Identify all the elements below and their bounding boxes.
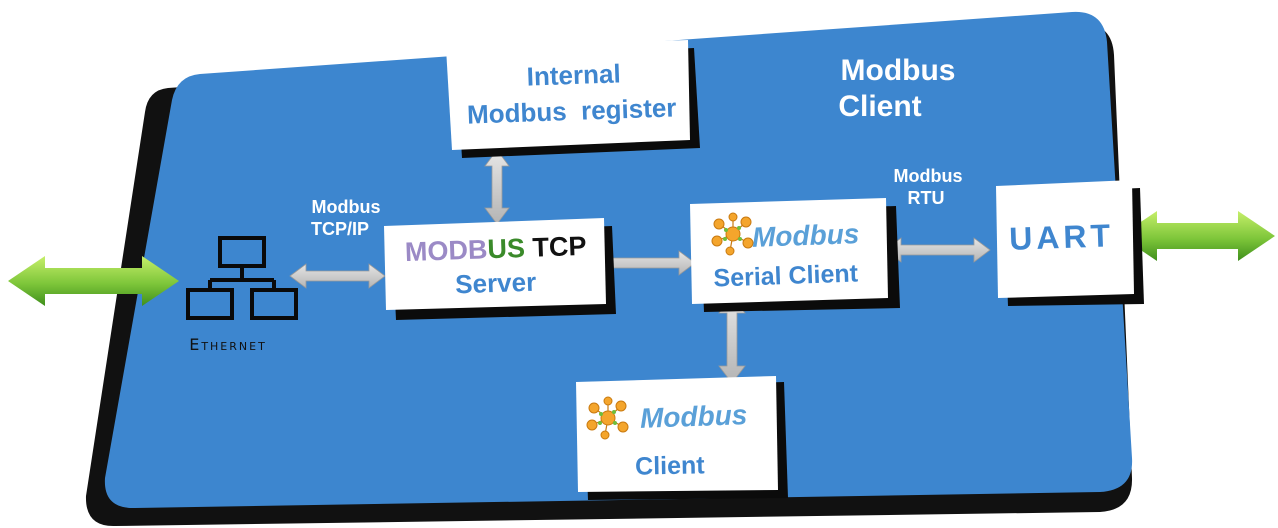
uart-label: UART — [1009, 217, 1115, 257]
rtu-label-line1: Modbus — [894, 166, 963, 186]
tcp-server-line2: Server — [455, 267, 537, 300]
ethernet-label: Ethernet — [189, 335, 267, 354]
client-box — [576, 376, 778, 492]
client-logo-text: Modbus — [640, 399, 748, 434]
serial-client-line2: Serial Client — [713, 259, 859, 292]
ethernet-server-connector — [289, 263, 386, 289]
serial-client-logo-text: Modbus — [752, 218, 860, 253]
board-title-line2: Client — [838, 90, 921, 123]
tcpip-label-line1: Modbus — [312, 197, 381, 217]
tcp-server-logo-part3: TCP — [524, 231, 587, 263]
tcp-server-logo-part2: US — [487, 233, 526, 264]
tcp-server-logo-part1: MODB — [404, 234, 487, 267]
uart-box — [996, 180, 1134, 298]
tcpip-label-line2: TCP/IP — [311, 219, 369, 239]
serial-client-box — [690, 198, 888, 304]
tcp-server-logo: MODBUS TCP — [404, 231, 586, 267]
ethernet-external-arrow — [8, 256, 179, 306]
network-icon — [186, 236, 298, 320]
internal-register-line2: Modbus register — [466, 92, 676, 129]
client-line2: Client — [635, 451, 706, 480]
uart-external-arrow — [1120, 211, 1275, 261]
internal-register-line1: Internal — [526, 58, 621, 91]
serial-uart-connector — [884, 237, 991, 263]
tcp-server-box — [384, 218, 606, 310]
internal-register-box — [446, 40, 690, 150]
board-title-line1: Modbus — [841, 54, 956, 87]
rtu-label-line2: RTU — [908, 188, 945, 208]
